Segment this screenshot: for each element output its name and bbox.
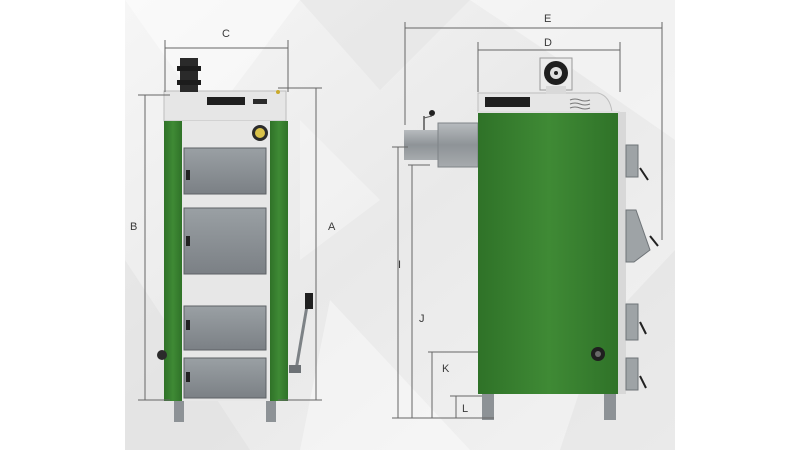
front-door-ash (183, 357, 267, 399)
front-foot-left (174, 400, 184, 422)
front-door-lower (183, 305, 267, 351)
side-flue-pipe (404, 110, 479, 168)
side-fitting-lower (625, 303, 639, 341)
dimension-label-i: I (398, 259, 401, 271)
dimension-label-k: K (442, 363, 450, 375)
front-foot-right (266, 400, 276, 422)
side-fitting-middle (625, 209, 651, 263)
side-fitting-upper (625, 144, 639, 178)
front-control-display (207, 97, 245, 105)
dimension-label-d: D (544, 37, 552, 49)
lever-handle-icon (289, 293, 313, 373)
front-door-middle (183, 207, 267, 275)
side-right-edge (618, 112, 626, 394)
side-green-body (478, 112, 620, 394)
side-view-boiler (404, 57, 659, 420)
dimension-label-b: B (130, 221, 137, 233)
fan-icon (539, 57, 573, 94)
dimension-label-c: C (222, 28, 230, 40)
dimension-label-e: E (544, 13, 551, 25)
front-view-boiler (157, 58, 313, 422)
side-foot-right (604, 392, 616, 420)
front-control-switch (253, 99, 267, 104)
side-vent-lines (569, 98, 591, 110)
side-control-display (485, 97, 530, 107)
front-green-strip-left (164, 121, 182, 401)
front-green-strip-right (270, 121, 288, 401)
thermometer-icon (252, 125, 268, 141)
front-door-upper (183, 147, 267, 195)
dimension-label-l: L (462, 403, 468, 415)
front-dimension-lines (138, 40, 322, 401)
front-drain-knob (157, 350, 167, 360)
side-dimension-lines (392, 22, 663, 419)
side-foot-left (482, 392, 494, 420)
dimension-label-a: A (328, 221, 336, 233)
chimney-icon (177, 58, 201, 92)
side-fitting-bottom (625, 357, 639, 391)
dimension-label-j: J (419, 313, 425, 325)
front-top-cover (163, 90, 287, 122)
